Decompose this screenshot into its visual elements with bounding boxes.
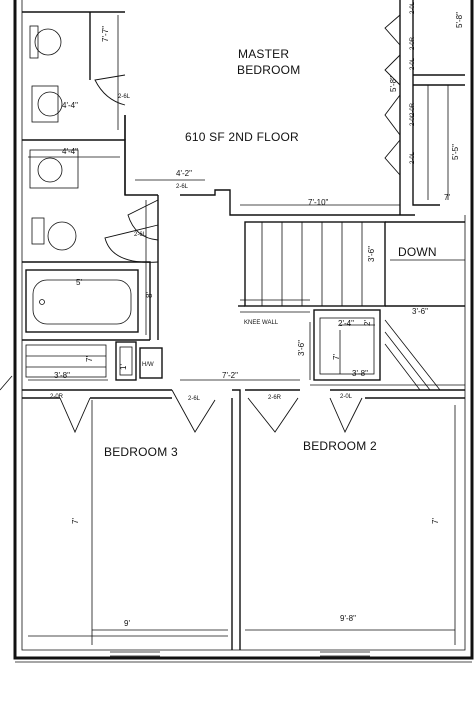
- master-bedroom-walls: [124, 0, 465, 340]
- door-label-master-closet3: 2-0L: [410, 57, 416, 70]
- door-label-br3: 2-6L: [188, 396, 201, 402]
- door-label-br2: 2-6R: [268, 395, 282, 401]
- dim-3-8-left: 3'-8": [54, 371, 70, 380]
- dim-9: 9': [124, 619, 130, 628]
- bedroom-walls: [22, 384, 465, 650]
- dim-2-4: 2'-4": [338, 319, 354, 328]
- dim-5-5: 5'-5": [451, 144, 460, 160]
- dim-7-small: 7': [332, 354, 341, 360]
- door-labels: 2-6L 2-6L 2-6L 2-0R 2-6L 2-6R 2-0L 2-0L …: [50, 1, 416, 402]
- door-label-br2-closet: 2-0L: [340, 394, 353, 400]
- dim-7-2: 7'-2": [222, 371, 238, 380]
- dim-7-bedroom2: 7': [431, 518, 440, 524]
- dim-7-left: 7': [85, 356, 94, 362]
- dim-3-8-right: 3'-8": [352, 369, 368, 378]
- dim-7-10: 7'-10": [308, 198, 329, 207]
- dim-8: 8': [145, 292, 154, 298]
- door-label-br3-closet: 2-0R: [50, 394, 64, 400]
- dim-1-hw: 1': [119, 364, 128, 370]
- room-labels: MASTER BEDROOM 610 SF 2ND FLOOR BEDROOM …: [104, 47, 437, 459]
- bedroom2-label: BEDROOM 2: [303, 439, 377, 453]
- master-bedroom-label-line1: MASTER: [238, 47, 289, 61]
- door-label-master-closet2: 2-0R: [410, 36, 416, 50]
- knee-wall-label: KNEE WALL: [244, 320, 279, 326]
- stairs: [238, 221, 465, 391]
- exterior-walls: [13, 0, 474, 663]
- dim-7-bedroom3: 7': [71, 518, 80, 524]
- bath-area: [22, 11, 163, 381]
- stair-down-label: DOWN: [398, 245, 437, 259]
- door-label-master-closet1: 2-0L: [410, 1, 416, 14]
- door-label-bath-top: 2-6L: [118, 94, 131, 100]
- door-swings: [59, 14, 401, 434]
- door-label-master-closet6: 2-0R: [410, 102, 416, 116]
- outer-corner-mark: [0, 375, 13, 391]
- master-bedroom-label-line2: BEDROOM: [237, 63, 300, 77]
- dim-3-6-right: 3'-6": [412, 307, 428, 316]
- dimension-labels: 7'-7" 4'-4" 4'-4" 4'-2" 7'-10" 5' 8' 3'-…: [54, 12, 464, 628]
- dim-7-right: 7': [444, 193, 450, 202]
- dim-7-7: 7'-7": [101, 26, 110, 42]
- dim-5-8: 5'-8": [389, 76, 398, 92]
- dim-9-8: 9'-8": [340, 614, 356, 623]
- dim-3-6-vert: 3'-6": [297, 340, 306, 356]
- floor-area-label: 610 SF 2ND FLOOR: [185, 130, 299, 144]
- dim-4-2: 4'-2": [176, 169, 192, 178]
- bedroom3-label: BEDROOM 3: [104, 445, 178, 459]
- dim-5-top: 5': [76, 278, 82, 287]
- dim-3-6-mid: 3'-6": [367, 246, 376, 262]
- dimension-lines: [28, 15, 456, 645]
- dim-2-closet: 2': [363, 320, 372, 326]
- dim-4-4-mid: 4'-4": [62, 147, 78, 156]
- door-label-master-closet5: 2-0L: [410, 151, 416, 164]
- dim-5-8-top: 5'-8": [455, 12, 464, 28]
- door-label-bath-mid: 2-6L: [134, 232, 147, 238]
- dim-4-4-top: 4'-4": [62, 101, 78, 110]
- door-label-hall-top: 2-6L: [176, 184, 189, 190]
- door-label-master-closet4: 2-0L: [410, 113, 416, 126]
- hw-label: H/W: [142, 362, 154, 368]
